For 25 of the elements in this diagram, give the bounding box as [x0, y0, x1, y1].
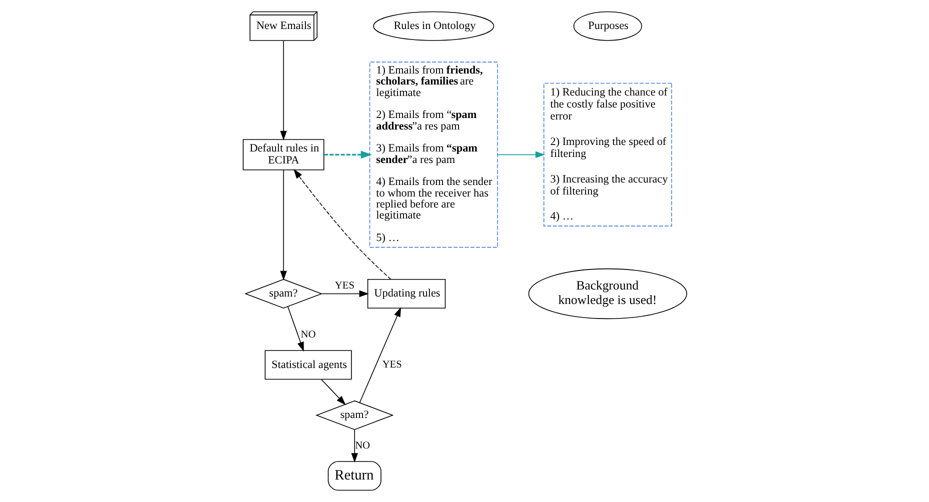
arrow [350, 429, 358, 463]
edge-label: YES [334, 280, 354, 292]
node-ellipse: Rules in Ontology [372, 11, 494, 41]
edge-label: NO [354, 440, 370, 452]
arrow [320, 379, 346, 406]
arrow [280, 170, 286, 280]
node-box: Statistical agents [264, 350, 352, 380]
arrow [320, 290, 368, 298]
node-box: 1) Emails from friends, scholars, families are legitimate 2) Emails from “spam address”a res pam 3) Emails from “spam sender”a res pam 4) Emails from the sender to whom the receiver has replied before are legitimate 5) … [368, 62, 498, 248]
arrow [286, 306, 304, 352]
arrow [324, 150, 372, 159]
node-box: Updating rules [366, 278, 446, 308]
arrow [496, 151, 545, 158]
edge-label: YES [382, 360, 402, 371]
node-box: 1) Reducing the chance of the costly false positive error 2) Improving the speed of filtering 3) Increasing the accuracy of filtering 4) … [542, 82, 672, 226]
node-box: Return [327, 461, 381, 491]
node-ellipse: Background knowledge is used! [528, 268, 687, 320]
node-diamond: spam? [314, 400, 394, 430]
arrow [280, 40, 286, 140]
node-box: Default rules in ECIPA [242, 139, 324, 170]
node-diamond: spam? [244, 278, 322, 309]
arrow [293, 169, 391, 280]
arrow [358, 307, 401, 403]
node-ellipse: Purposes [572, 11, 642, 41]
edge-label: NO [300, 329, 316, 340]
